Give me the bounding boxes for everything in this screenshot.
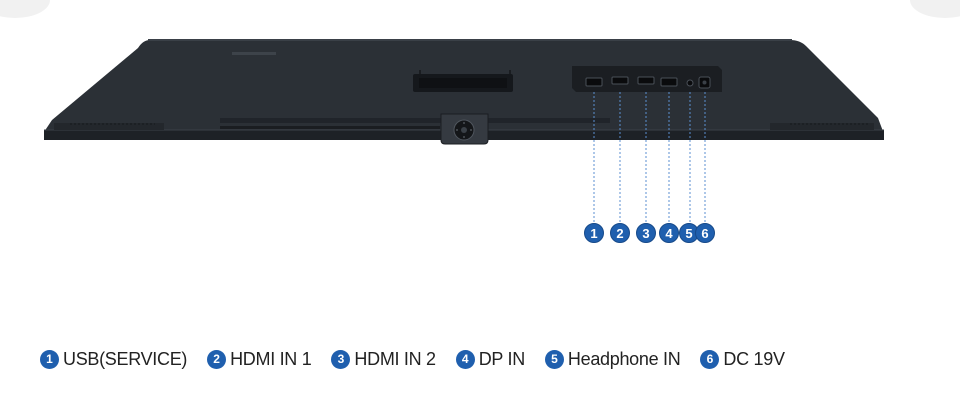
background-corner-left <box>0 0 50 18</box>
port-legend: 1 USB(SERVICE) 2 HDMI IN 1 3 HDMI IN 2 4… <box>40 346 805 372</box>
legend-number: 2 <box>207 349 227 369</box>
legend-number: 1 <box>40 349 59 369</box>
brand-mark <box>232 52 276 55</box>
port-dp <box>660 77 678 87</box>
port-badges: 1 2 3 4 5 6 <box>0 223 960 247</box>
legend-label: DP IN <box>478 348 525 369</box>
legend-label: HDMI IN 1 <box>230 348 312 369</box>
legend-label: Headphone IN <box>567 348 681 369</box>
legend-item-hdmi-2: 3 HDMI IN 2 <box>331 348 436 370</box>
legend-number: 3 <box>331 349 351 369</box>
legend-item-headphone: 5 Headphone IN <box>544 348 681 370</box>
badge-port-4: 4 <box>659 223 679 243</box>
port-usb <box>585 77 603 87</box>
monitor-bottom-view <box>44 39 884 224</box>
legend-label: USB(SERVICE) <box>63 348 188 369</box>
badge-port-2: 2 <box>610 223 630 243</box>
leader-lines <box>593 92 706 224</box>
legend-item-hdmi-1: 2 HDMI IN 1 <box>207 348 312 370</box>
badge-port-1: 1 <box>584 223 604 243</box>
legend-number: 5 <box>544 349 564 369</box>
legend-label: HDMI IN 2 <box>354 348 436 369</box>
background-corner-right <box>910 0 960 18</box>
port-hdmi-2 <box>637 76 655 85</box>
port-headphone <box>686 79 694 87</box>
vent-right <box>770 123 874 130</box>
legend-label: DC 19V <box>723 348 785 369</box>
legend-item-dp: 4 DP IN <box>455 348 525 370</box>
legend-item-usb: 1 USB(SERVICE) <box>40 349 187 370</box>
legend-number: 4 <box>455 349 475 369</box>
port-hdmi-1 <box>611 76 629 85</box>
badge-port-6: 6 <box>695 223 715 243</box>
legend-number: 6 <box>700 349 720 369</box>
badge-port-3: 3 <box>636 223 656 243</box>
legend-item-dc: 6 DC 19V <box>700 348 785 370</box>
vent-left <box>54 123 164 130</box>
center-strip <box>220 118 610 123</box>
